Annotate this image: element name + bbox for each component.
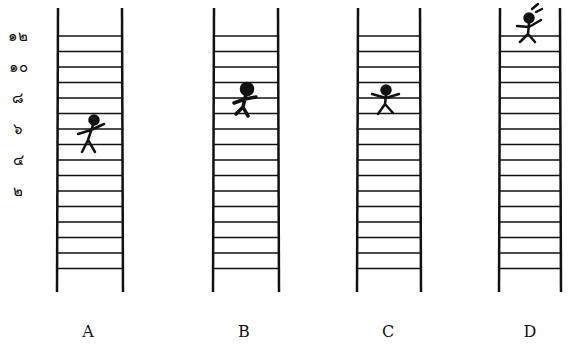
ladder-rung: [214, 159, 278, 160]
ladder-rail: [122, 8, 123, 292]
ladder: [57, 8, 123, 292]
ladder-rung: [58, 221, 122, 222]
ladder: [213, 8, 279, 292]
ladder-rail: [560, 8, 561, 292]
ladder-rung: [500, 221, 560, 222]
ladder-rung: [214, 175, 278, 176]
ladder-rung: [500, 175, 560, 176]
ladder-rung: [58, 268, 122, 269]
rung-number: ๖: [13, 122, 23, 137]
ladder-rung: [500, 206, 560, 207]
panel-letter: B: [238, 324, 250, 340]
rung-number: ๑๐: [9, 60, 28, 75]
ladder-rung: [214, 51, 278, 52]
ladder-rung: [500, 252, 560, 253]
ladder-rung: [358, 190, 420, 191]
ladder-rung: [214, 221, 278, 222]
ladder-rung: [500, 237, 560, 238]
ladder-rung: [358, 159, 420, 160]
ladder-rung: [358, 268, 420, 269]
ladder-rung: [58, 66, 122, 67]
ladder-rung: [358, 144, 420, 145]
ladder-rung: [214, 66, 278, 67]
ladder-rung: [58, 175, 122, 176]
ladder-rung: [500, 97, 560, 98]
ladder-rung: [58, 82, 122, 83]
rung-number: ๒: [13, 184, 23, 199]
ladder-rung: [358, 221, 420, 222]
ladder-rung: [214, 206, 278, 207]
ladder-rung: [58, 113, 122, 114]
ladder-rung: [58, 190, 122, 191]
climber-figure: [372, 86, 399, 115]
climbers: [78, 4, 542, 152]
ladder-rail: [278, 8, 279, 292]
ladder-rail: [499, 8, 500, 292]
ladder-rung: [214, 35, 278, 36]
ladder-rung: [214, 237, 278, 238]
ladder-rung: [500, 113, 560, 114]
panel-letter: C: [382, 324, 394, 340]
ladder-rung: [500, 268, 560, 269]
ladder-rung: [358, 66, 420, 67]
ladder-rung: [58, 159, 122, 160]
ladder-rung: [358, 175, 420, 176]
ladder-rung: [358, 35, 420, 36]
ladder-rung: [358, 237, 420, 238]
ladder-rung: [214, 190, 278, 191]
ladder-rung: [500, 66, 560, 67]
ladder-rung: [58, 252, 122, 253]
ladder-rung: [358, 82, 420, 83]
ladder-rung: [58, 51, 122, 52]
rung-number: ๑๒: [8, 29, 28, 44]
ladder-rung: [500, 128, 560, 129]
ladder-rung: [58, 237, 122, 238]
ladder-rung: [358, 252, 420, 253]
rung-number: ๘: [12, 91, 24, 106]
climber-figure: [78, 116, 104, 153]
ladder-rung: [214, 128, 278, 129]
ladder-rung: [58, 35, 122, 36]
ladder-rail: [357, 8, 358, 292]
ladder-rung: [500, 144, 560, 145]
climber-figure: [234, 83, 256, 116]
climber-figure: [517, 4, 542, 42]
ladder: [499, 8, 561, 292]
ladder-rung: [500, 159, 560, 160]
ladder-rung: [500, 190, 560, 191]
ladder-rail: [213, 8, 214, 292]
ladder-rung: [500, 51, 560, 52]
ladder-rail: [57, 8, 58, 292]
ladder-rung: [358, 113, 420, 114]
ladder-rung: [358, 128, 420, 129]
ladder-rung: [214, 252, 278, 253]
ladder-rung: [58, 97, 122, 98]
ladder-rung: [214, 268, 278, 269]
panel-letter: D: [524, 324, 537, 340]
rung-number: ๔: [13, 153, 24, 168]
ladder-rung: [58, 206, 122, 207]
ladder-rung: [358, 206, 420, 207]
ladder: [357, 8, 421, 292]
ladder-rung: [214, 144, 278, 145]
ladder-rung: [358, 51, 420, 52]
ladder-rail: [420, 8, 421, 292]
ladder-rung: [500, 82, 560, 83]
panel-letter: A: [82, 324, 94, 340]
ladders: [57, 8, 561, 292]
